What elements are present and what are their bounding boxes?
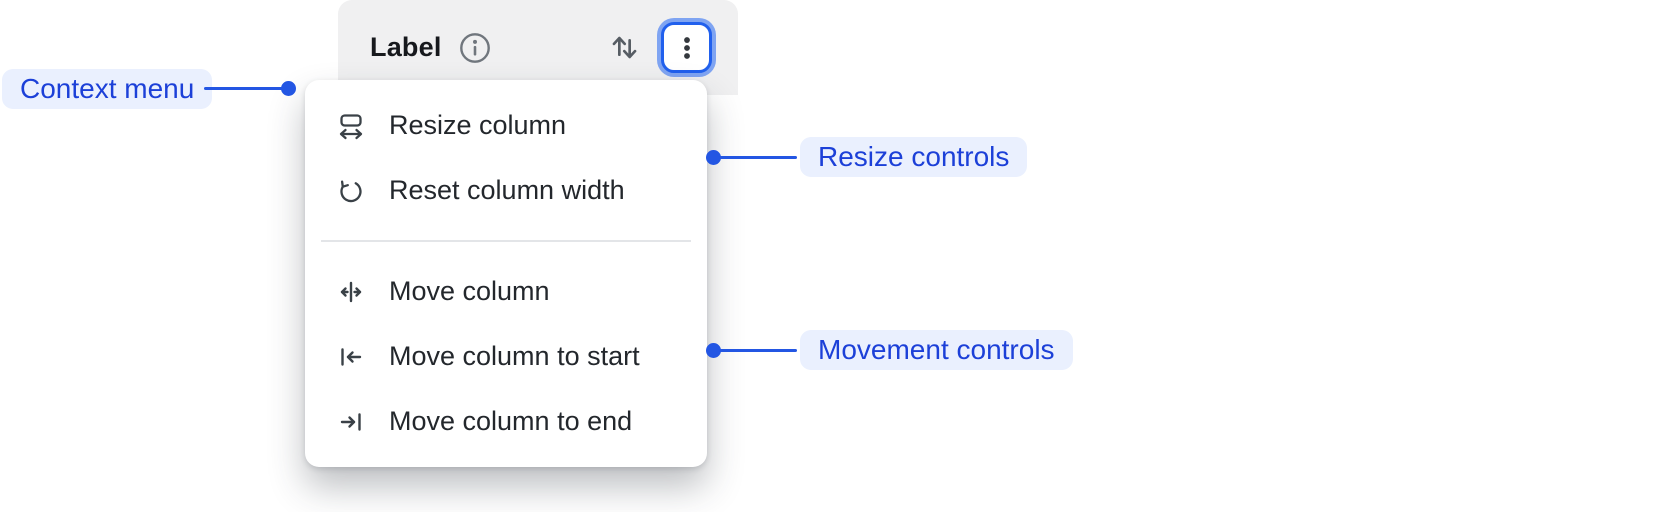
menu-item-reset-column-width[interactable]: Reset column width	[305, 158, 707, 223]
move-column-to-end-icon	[335, 406, 367, 438]
annotation-movement-controls: Movement controls	[800, 330, 1073, 370]
move-column-to-start-icon	[335, 341, 367, 373]
menu-divider	[321, 240, 691, 242]
menu-item-label: Resize column	[389, 110, 567, 140]
annotation-line-resize-controls	[719, 156, 797, 159]
menu-item-label: Reset column width	[389, 175, 625, 205]
annotation-dot-resize-controls	[706, 150, 721, 165]
annotation-line-context-menu	[204, 87, 283, 90]
sort-arrows-icon[interactable]	[608, 31, 641, 64]
column-header-label: Label	[370, 32, 442, 62]
table-column-header: Label	[338, 0, 738, 95]
resize-column-icon	[335, 110, 367, 142]
reset-column-width-icon	[335, 175, 367, 207]
menu-item-label: Move column to end	[389, 406, 633, 436]
menu-item-label: Move column to start	[389, 341, 640, 371]
menu-item-move-column-to-start[interactable]: Move column to start	[305, 324, 707, 389]
annotation-line-movement-controls	[719, 349, 797, 352]
annotation-resize-controls: Resize controls	[800, 137, 1028, 177]
menu-item-resize-column[interactable]: Resize column	[305, 93, 707, 158]
kebab-menu-icon	[672, 33, 702, 63]
annotation-dot-context-menu	[281, 81, 296, 96]
menu-item-move-column-to-end[interactable]: Move column to end	[305, 389, 707, 454]
menu-item-label: Move column	[389, 276, 550, 306]
column-menu-button[interactable]	[661, 22, 712, 73]
info-icon[interactable]	[458, 31, 492, 65]
annotation-dot-movement-controls	[706, 343, 721, 358]
menu-item-move-column[interactable]: Move column	[305, 259, 707, 324]
column-context-menu: Resize column Reset column width	[305, 80, 707, 467]
annotation-context-menu: Context menu	[2, 69, 213, 109]
move-column-icon	[335, 276, 367, 308]
